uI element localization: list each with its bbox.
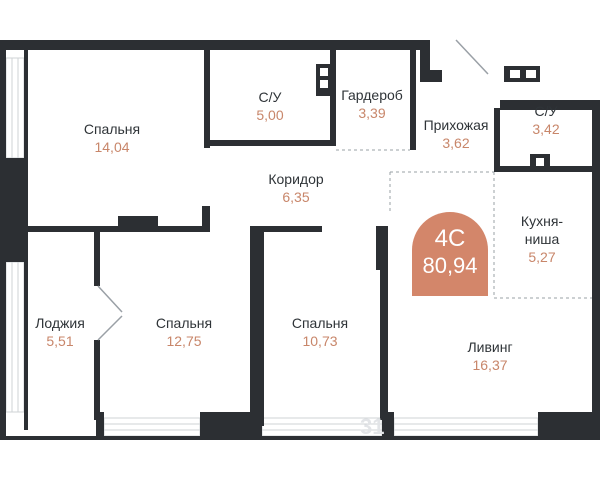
room-name: Лоджия — [35, 315, 85, 331]
room-area: 3,39 — [358, 105, 386, 121]
room-area: 10,73 — [302, 333, 338, 349]
room-bathroom-2: С/У 3,42 — [532, 102, 559, 138]
room-name: Спальня — [83, 121, 141, 137]
room-area: 16,37 — [472, 357, 508, 373]
room-name: Ливинг — [467, 339, 513, 355]
room-area: 5,51 — [46, 333, 74, 349]
room-bathroom-1: С/У 5,00 — [256, 88, 283, 124]
window-left-top — [5, 57, 25, 159]
room-hallway: Прихожая 3,62 — [424, 116, 489, 152]
apartment-type: 4С — [434, 225, 466, 252]
room-bedroom-2: Спальня 12,75 — [156, 314, 212, 350]
watermark: 31 — [360, 414, 385, 439]
room-bedroom-1: Спальня 14,04 — [84, 120, 140, 156]
room-corridor: Коридор 6,35 — [268, 170, 323, 206]
room-name: Спальня — [155, 315, 213, 331]
apartment-area: 80,94 — [422, 253, 478, 278]
walls — [0, 40, 600, 440]
room-wardrobe: Гардероб 3,39 — [341, 86, 403, 122]
window-bottom-1 — [103, 417, 201, 437]
room-living: Ливинг 16,37 — [467, 338, 512, 374]
room-bedroom-3: Спальня 10,73 — [292, 314, 348, 350]
room-area: 12,75 — [166, 333, 202, 349]
room-name: Коридор — [268, 171, 324, 187]
doors — [97, 39, 489, 341]
room-name: С/У — [534, 103, 558, 119]
zone-dividers — [336, 149, 592, 299]
room-area: 14,04 — [94, 139, 130, 155]
room-kitchen-niche: Кухня- ниша 5,27 — [521, 212, 563, 266]
room-name: Гардероб — [341, 87, 403, 103]
room-loggia: Лоджия 5,51 — [35, 314, 85, 350]
room-area: 3,62 — [442, 135, 470, 151]
room-name: Спальня — [291, 315, 349, 331]
room-area: 6,35 — [282, 189, 310, 205]
room-name: Кухня- ниша — [520, 213, 564, 247]
window-left-bottom — [5, 261, 25, 413]
window-bottom-3 — [393, 417, 539, 437]
apartment-badge: 4С 80,94 — [412, 212, 488, 296]
room-name: С/У — [258, 89, 282, 105]
room-name: Прихожая — [423, 117, 489, 133]
room-area: 3,42 — [532, 121, 560, 137]
room-area: 5,27 — [528, 249, 556, 265]
room-area: 5,00 — [256, 107, 284, 123]
